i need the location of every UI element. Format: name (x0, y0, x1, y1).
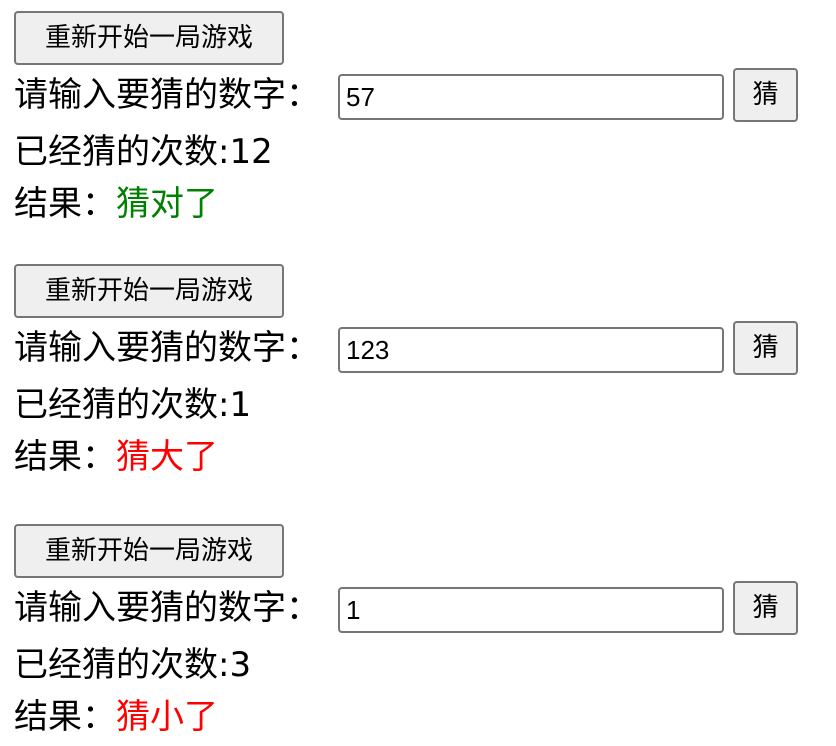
guess-count-value: 3 (229, 645, 252, 685)
guess-count-line: 已经猜的次数:12 (14, 130, 273, 174)
restart-game-button[interactable]: 重新开始一局游戏 (14, 524, 284, 578)
guess-input[interactable] (338, 74, 724, 120)
result-value: 猜小了 (116, 697, 218, 737)
guess-count-label: 已经猜的次数: (14, 645, 230, 685)
guess-button[interactable]: 猜 (733, 68, 798, 122)
result-value: 猜大了 (116, 437, 218, 477)
guess-prompt-label: 请输入要猜的数字： (14, 588, 320, 628)
result-label: 结果： (14, 437, 116, 477)
guess-count-label: 已经猜的次数: (14, 132, 230, 172)
guess-button[interactable]: 猜 (733, 581, 798, 635)
restart-game-button[interactable]: 重新开始一局游戏 (14, 11, 284, 65)
result-value: 猜对了 (116, 184, 218, 224)
restart-game-button[interactable]: 重新开始一局游戏 (14, 264, 284, 318)
guess-count-line: 已经猜的次数:3 (14, 643, 251, 687)
guess-input[interactable] (338, 587, 724, 633)
guess-count-line: 已经猜的次数:1 (14, 383, 251, 427)
guess-prompt-label: 请输入要猜的数字： (14, 328, 320, 368)
guess-count-label: 已经猜的次数: (14, 385, 230, 425)
guess-prompt-label: 请输入要猜的数字： (14, 75, 320, 115)
guess-button[interactable]: 猜 (733, 321, 798, 375)
result-label: 结果： (14, 184, 116, 224)
guess-count-value: 12 (229, 132, 273, 172)
guess-input[interactable] (338, 327, 724, 373)
result-line: 结果：猜大了 (14, 435, 218, 479)
guess-count-value: 1 (229, 385, 252, 425)
result-label: 结果： (14, 697, 116, 737)
result-line: 结果：猜对了 (14, 182, 218, 226)
result-line: 结果：猜小了 (14, 695, 218, 739)
